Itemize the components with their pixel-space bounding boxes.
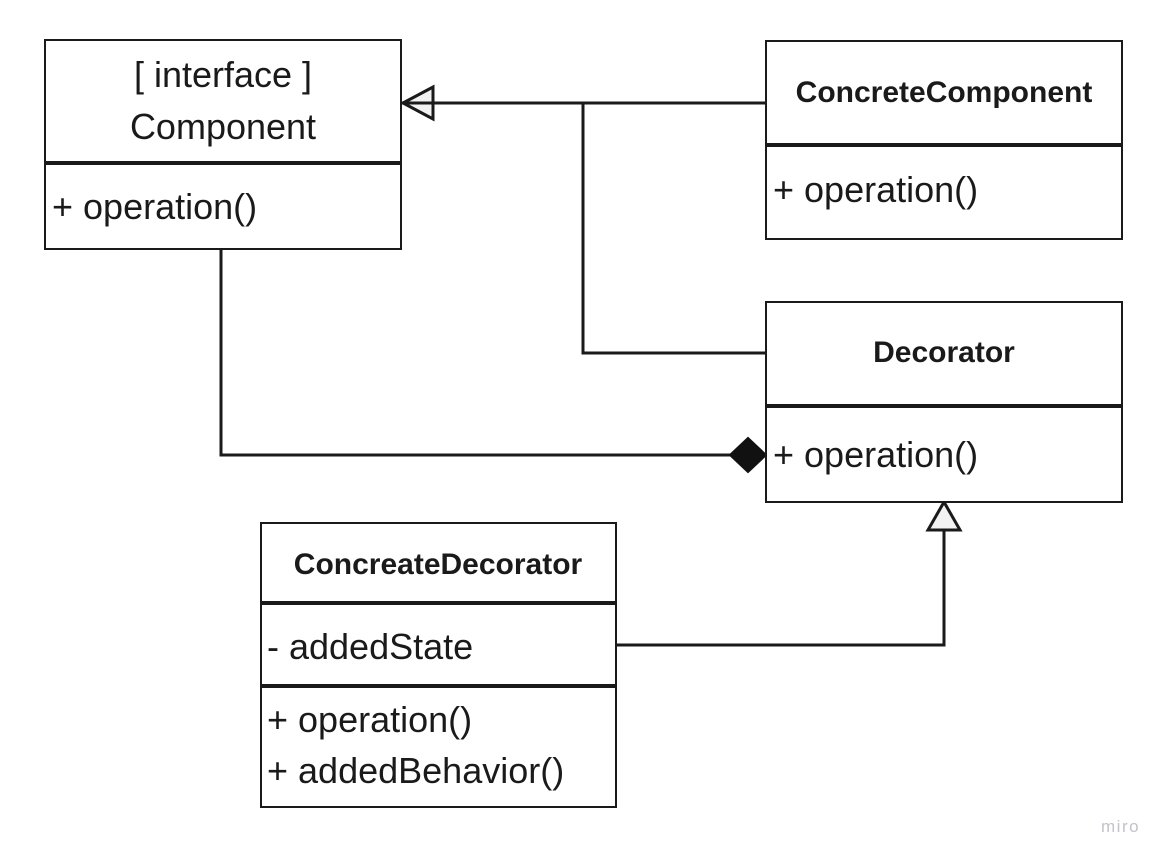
class-name-label: Component xyxy=(130,106,316,147)
filled-diamond-icon xyxy=(728,436,768,474)
miro-watermark: miro xyxy=(1101,817,1140,836)
edge-line-concreatedecorator-to-decorator xyxy=(616,528,946,647)
class-box-outline xyxy=(44,39,402,250)
class-name-label: Decorator xyxy=(873,336,1015,369)
class-member-label: + operation() xyxy=(267,699,472,740)
class-member-label: - addedState xyxy=(267,626,473,667)
class-box-component[interactable]: [ interface ] Component + operation() xyxy=(44,39,402,250)
class-box-concreatedecorator[interactable]: ConcreateDecorator - addedState + operat… xyxy=(260,522,617,808)
edge-line-decorator-to-component xyxy=(403,101,766,355)
class-member-label: + operation() xyxy=(773,169,978,210)
class-box-concretecomponent[interactable]: ConcreteComponent + operation() xyxy=(765,40,1123,240)
class-box-decorator[interactable]: Decorator + operation() xyxy=(765,301,1123,503)
relationship-decorator-generalizes-component[interactable] xyxy=(403,101,766,355)
hollow-triangle-icon xyxy=(925,498,963,532)
class-name-label: ConcreateDecorator xyxy=(294,548,583,581)
class-stereotype-label: [ interface ] xyxy=(134,54,312,95)
class-member-label: + operation() xyxy=(773,434,978,475)
class-member-label: + operation() xyxy=(52,186,257,227)
class-member-label: + addedBehavior() xyxy=(267,750,564,791)
class-box-outline xyxy=(765,40,1123,240)
relationship-concreatedecorator-generalizes-decorator[interactable] xyxy=(616,498,963,647)
edge-line-component-to-decorator xyxy=(219,249,748,457)
relationship-decorator-composed-of-component[interactable] xyxy=(219,249,768,474)
class-name-label: ConcreteComponent xyxy=(796,76,1093,109)
class-box-outline xyxy=(260,522,617,808)
class-box-outline xyxy=(765,301,1123,503)
